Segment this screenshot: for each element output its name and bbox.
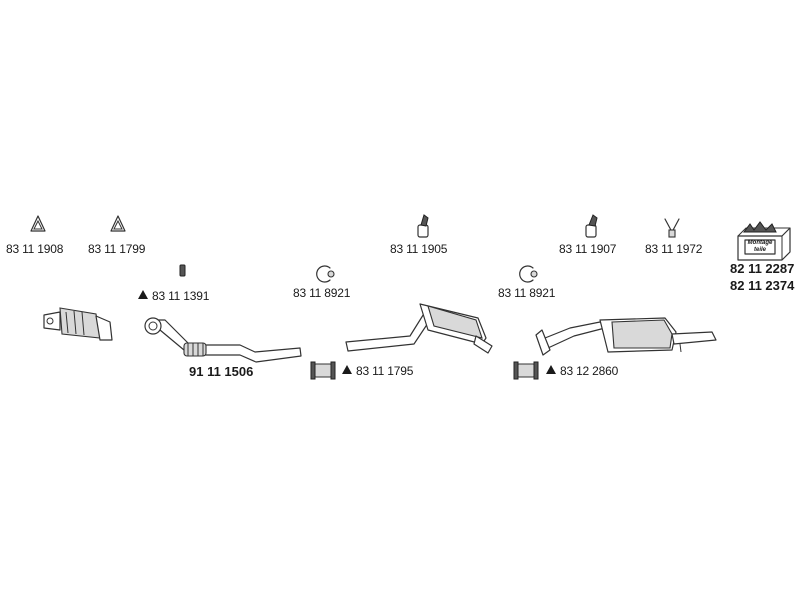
mounting-box-line2: teile [753,247,766,253]
rubber-mount-icon [179,264,186,277]
warning-triangle-icon [342,365,352,374]
middle-silencer [345,303,493,354]
mounting-kit-box-icon [737,221,791,261]
pipe-clamp-icon [513,361,539,380]
bracket-icon [417,214,429,238]
clamp-icon [316,265,335,283]
label-flange-ring-2: 83 11 1799 [88,242,146,256]
label-rubber-mount: 83 11 1391 [152,289,210,303]
label-pipe-clamp-rear: 83 12 2860 [560,364,619,378]
flange-ring-icon [110,215,126,232]
label-hanger: 83 11 1972 [645,242,703,256]
catalytic-converter [43,307,113,341]
label-mounting-kit-1: 82 11 2287 [730,261,795,276]
hanger-icon [664,218,680,238]
clamp-icon [519,265,538,283]
warning-triangle-icon [546,365,556,374]
label-bracket-1: 83 11 1905 [390,242,448,256]
label-pipe-clamp-front: 83 11 1795 [356,364,414,378]
label-clamp-rear: 83 11 8921 [498,286,556,300]
bracket-icon [585,214,598,238]
label-clamp-front: 83 11 8921 [293,286,351,300]
label-front-pipe: 91 11 1506 [189,364,254,379]
mounting-box-line1: Montage [747,240,773,246]
label-bracket-2: 83 11 1907 [559,242,617,256]
warning-triangle-icon [138,290,148,299]
label-flange-ring-1: 83 11 1908 [6,242,64,256]
pipe-clamp-icon [310,361,336,380]
front-pipe [144,317,302,363]
flange-ring-icon [30,215,46,232]
label-mounting-kit-2: 82 11 2374 [730,278,795,293]
rear-silencer [535,317,717,356]
